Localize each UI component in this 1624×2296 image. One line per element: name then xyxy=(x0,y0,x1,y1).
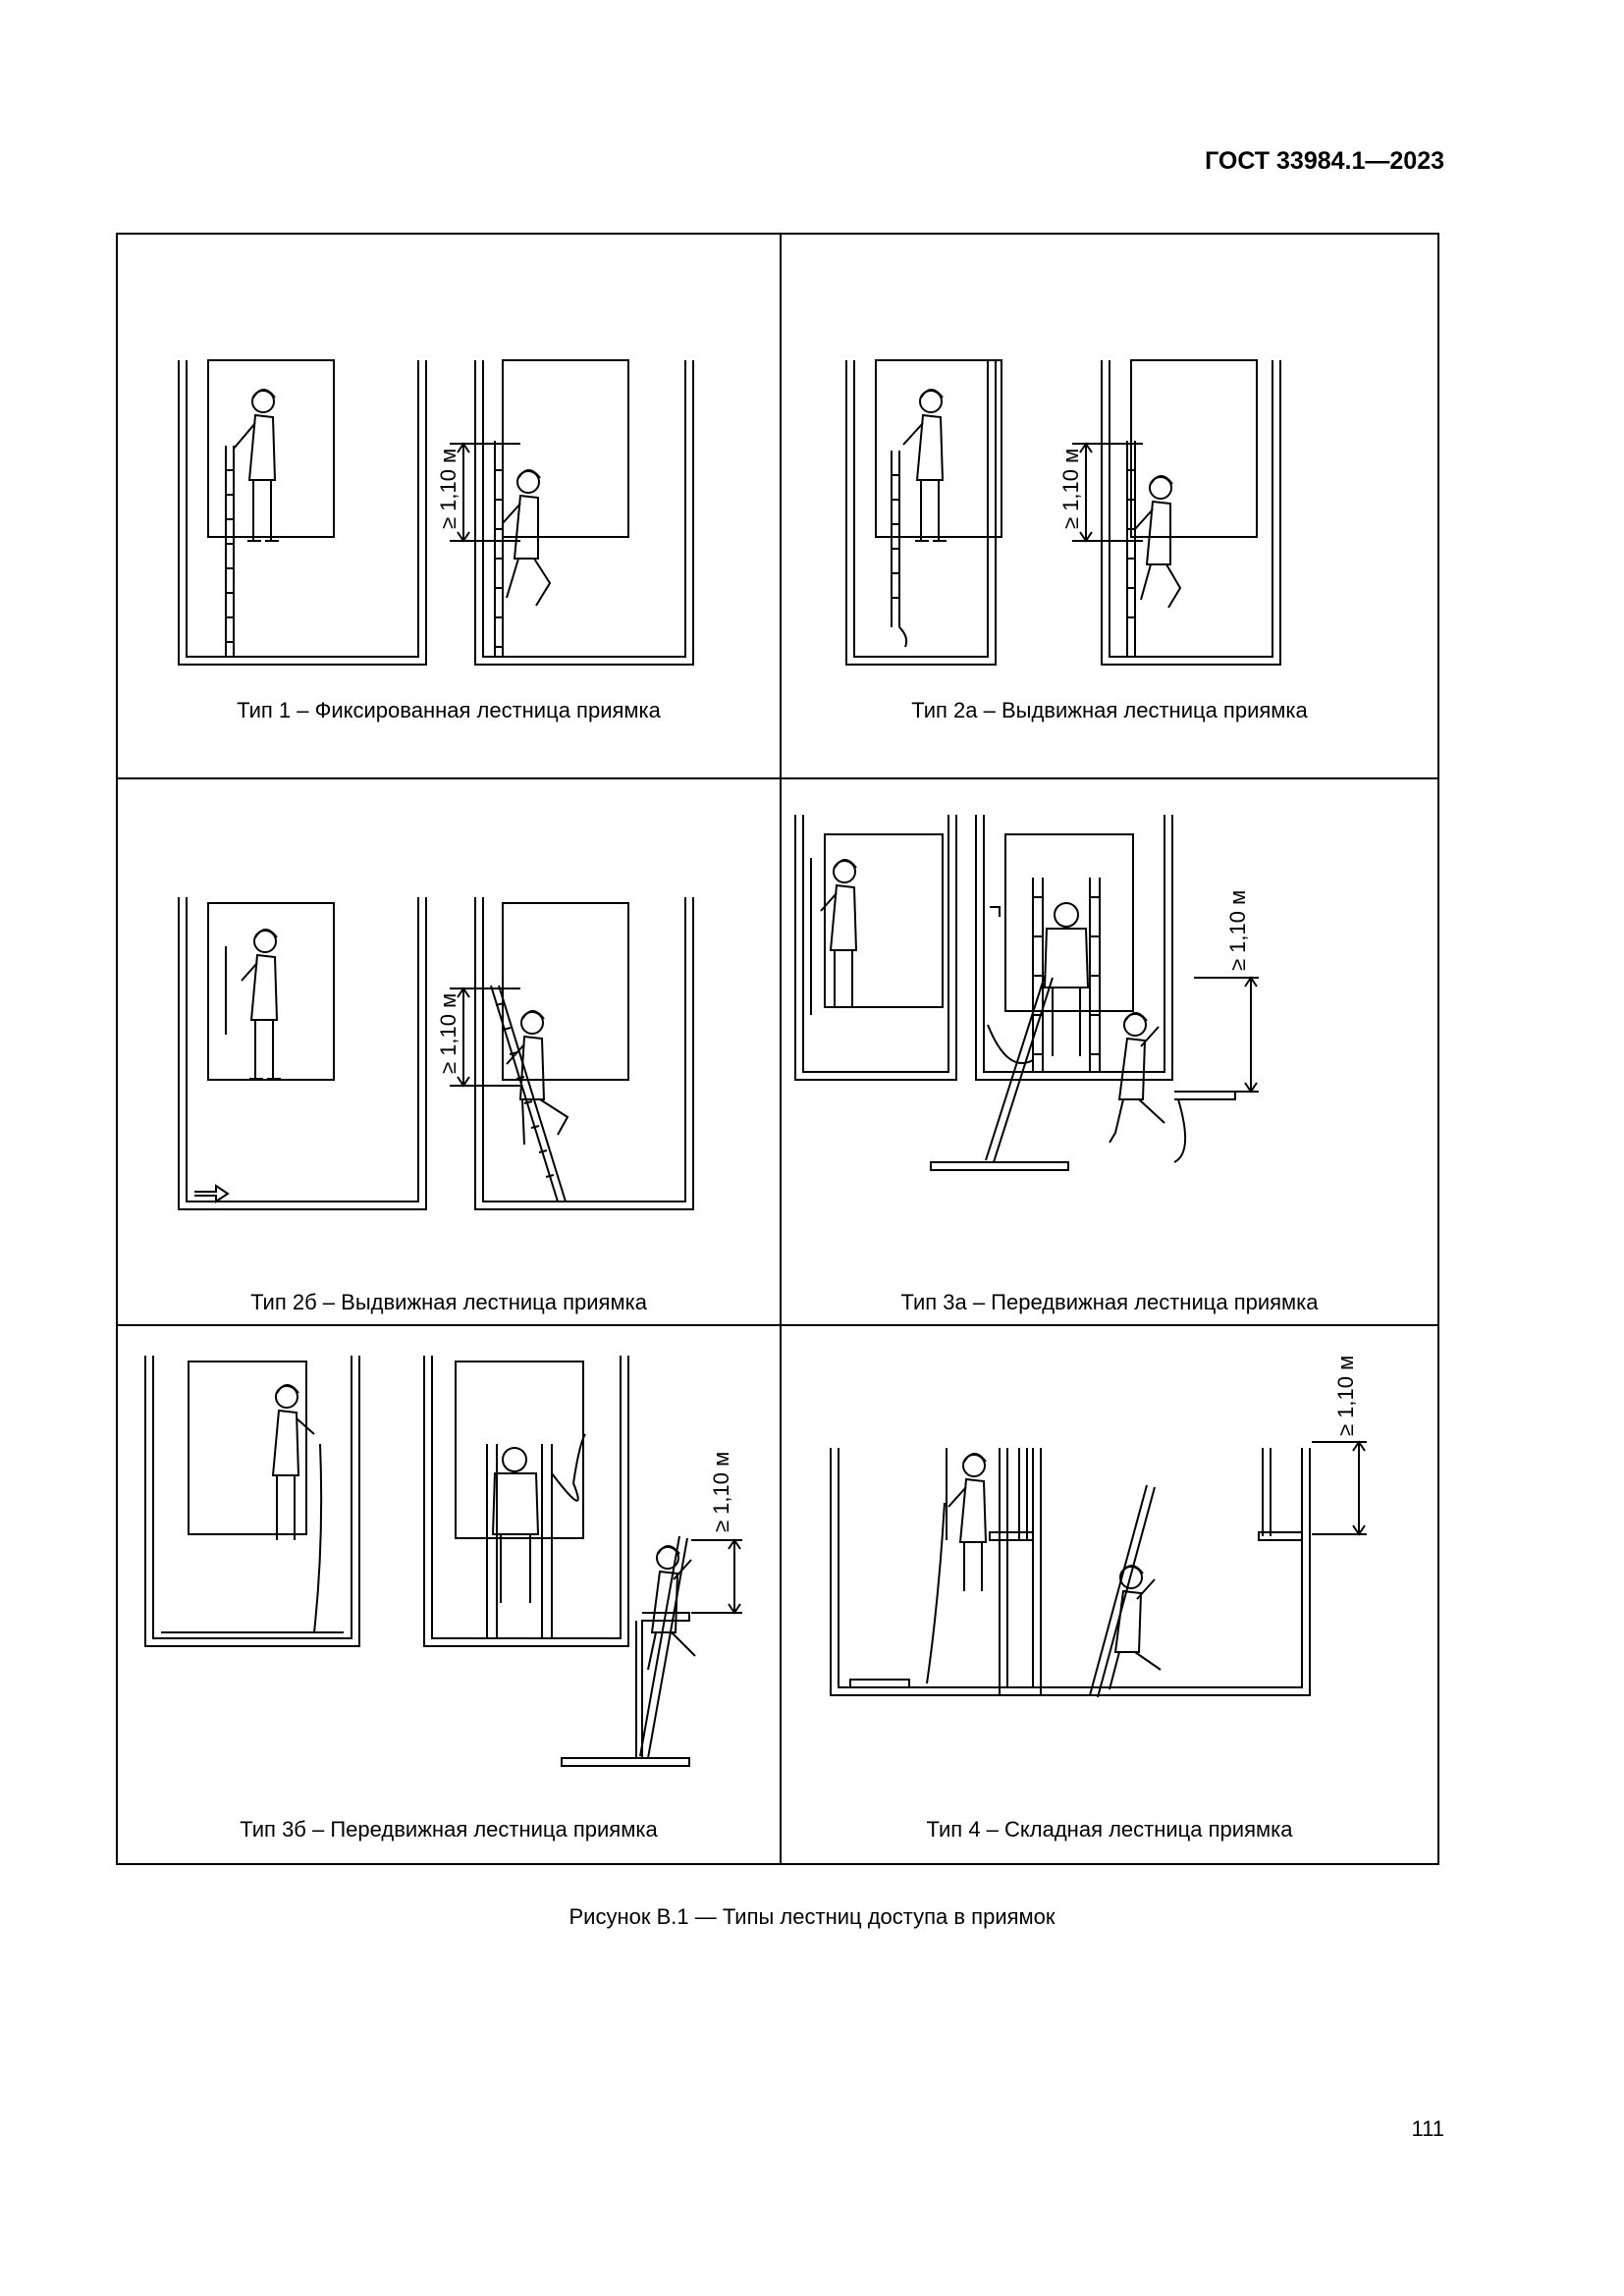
cell-caption: Тип 2а – Выдвижная лестница приямка xyxy=(911,698,1308,722)
cell-caption: Тип 3а – Передвижная лестница приямка xyxy=(900,1290,1319,1314)
dimension-label: ≥ 1,10 м xyxy=(709,1452,733,1532)
figure-table: ≥ 1,10 м Тип 1 – Фиксированная лестница … xyxy=(116,233,1439,1865)
pit-drawing-type3a: ≥ 1,10 м xyxy=(794,815,1259,1171)
figure-cell-type2b: ≥ 1,10 м Тип 2б – Выдвижная лестница при… xyxy=(118,779,780,1324)
cell-caption: Тип 1 – Фиксированная лестница приямка xyxy=(237,698,661,722)
figure-caption: Рисунок В.1 — Типы лестниц доступа в при… xyxy=(568,1904,1056,1929)
grid-divider-vertical xyxy=(780,235,782,1863)
cell-caption: Тип 2б – Выдвижная лестница приямка xyxy=(250,1290,647,1314)
pit-drawing-type3b: ≥ 1,10 м xyxy=(144,1356,742,1767)
cell-caption: Тип 4 – Складная лестница приямка xyxy=(926,1817,1293,1842)
page-number: 111 xyxy=(1411,2116,1444,2141)
dimension-label: ≥ 1,10 м xyxy=(436,993,460,1074)
dimension-label: ≥ 1,10 м xyxy=(1058,449,1083,529)
pit-drawing-type2b: ≥ 1,10 м xyxy=(178,897,694,1210)
dimension-label: ≥ 1,10 м xyxy=(1333,1356,1358,1436)
pit-drawing-type1: ≥ 1,10 м xyxy=(178,359,694,666)
document-code: ГОСТ 33984.1—2023 xyxy=(1205,147,1444,175)
dimension-label: ≥ 1,10 м xyxy=(436,449,460,529)
pit-drawing-type2a: ≥ 1,10 м xyxy=(845,359,1281,666)
grid-divider-row1 xyxy=(118,777,1437,779)
figure-cell-type3a: ≥ 1,10 м Тип 3а – Передвижная лестница п… xyxy=(782,779,1437,1324)
figure-cell-type1: ≥ 1,10 м Тип 1 – Фиксированная лестница … xyxy=(118,235,780,777)
dimension-label: ≥ 1,10 м xyxy=(1225,890,1250,971)
cell-caption: Тип 3б – Передвижная лестница приямка xyxy=(240,1817,658,1842)
figure-cell-type2a: ≥ 1,10 м Тип 2а – Выдвижная лестница при… xyxy=(782,235,1437,777)
grid-divider-row2 xyxy=(118,1324,1437,1326)
figure-cell-type3b: ≥ 1,10 м Тип 3б – Передвижная лестница п… xyxy=(118,1326,780,1863)
pit-drawing-type4: ≥ 1,10 м xyxy=(830,1356,1367,1698)
figure-cell-type4: ≥ 1,10 м Тип 4 – Складная лестница приям… xyxy=(782,1326,1437,1863)
